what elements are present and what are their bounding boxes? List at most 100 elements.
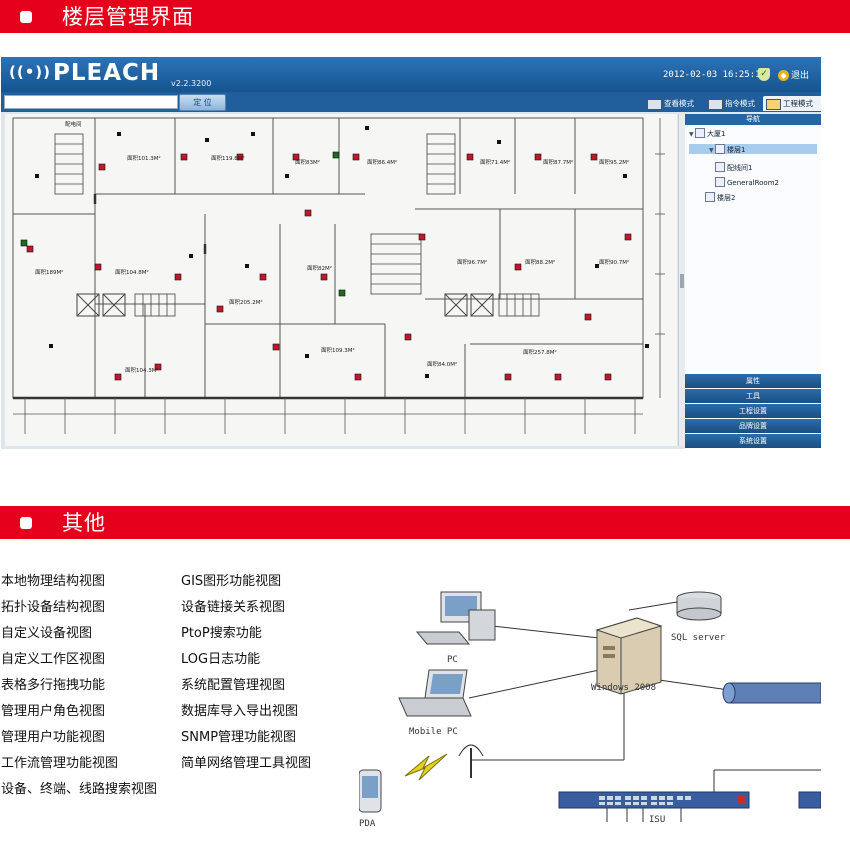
tree-item-label: 楼层2 bbox=[717, 194, 736, 202]
tree-item-floor-2[interactable]: 楼层2 bbox=[705, 192, 735, 202]
tree-item-building[interactable]: ▼大厦1 bbox=[689, 128, 725, 138]
tab-view-mode[interactable]: 查看模式 bbox=[644, 96, 720, 111]
laptop-icon bbox=[398, 669, 472, 717]
tree-item-floor-1[interactable]: ▼楼层1 bbox=[689, 144, 817, 154]
floor-icon bbox=[705, 192, 715, 202]
sql-label: SQL server bbox=[671, 633, 726, 643]
pda-icon bbox=[359, 769, 382, 813]
plan-label-area: 面积88.2M² bbox=[525, 259, 555, 266]
switch-icon bbox=[558, 791, 821, 809]
feature-item: 系统配置管理视图 bbox=[181, 678, 286, 693]
feature-item: 管理用户角色视图 bbox=[1, 704, 106, 719]
room-icon bbox=[715, 162, 725, 172]
lightning-icon bbox=[404, 753, 448, 781]
tree-item-label: 配线间1 bbox=[727, 164, 753, 172]
windows-label: Windows 2008 bbox=[591, 683, 656, 693]
plan-label-area: 面积86.4M² bbox=[367, 159, 397, 166]
datetime: 2012-02-03 16:25:16 bbox=[663, 70, 766, 80]
tab-label: 工程模式 bbox=[783, 99, 813, 108]
app-version: v2.2.3200 bbox=[171, 79, 212, 88]
feature-item: 自定义设备视图 bbox=[1, 626, 93, 641]
plan-label-area: 面积104.3M² bbox=[125, 367, 159, 374]
tab-command-mode[interactable]: 指令模式 bbox=[705, 96, 781, 111]
tree-toggle-icon[interactable]: ▼ bbox=[709, 147, 714, 154]
locate-button[interactable]: 定 位 bbox=[179, 94, 226, 111]
pc-label: PC bbox=[447, 655, 458, 665]
feature-item: 表格多行拖拽功能 bbox=[1, 678, 106, 693]
bullet-icon bbox=[20, 11, 32, 23]
navigation-panel: 导航 ▼大厦1 ▼楼层1 配线间1 GeneralRoom2 楼层2 属性 工具… bbox=[685, 114, 821, 449]
network-bus-icon bbox=[722, 682, 821, 704]
vertical-scrollbar[interactable] bbox=[678, 114, 685, 446]
feature-item: 管理用户功能视图 bbox=[1, 730, 106, 745]
section-title: 楼层管理界面 bbox=[62, 5, 194, 29]
scrollbar-thumb[interactable] bbox=[680, 274, 684, 288]
plan-label-area: 面积87.7M² bbox=[543, 159, 573, 166]
feature-item: 工作流管理功能视图 bbox=[1, 756, 119, 771]
plan-label-area: 面积109.3M² bbox=[321, 347, 355, 354]
plan-label-area: 面积71.4M² bbox=[480, 159, 510, 166]
app-logo: ((•))PLEACH bbox=[9, 60, 160, 86]
feature-item: SNMP管理功能视图 bbox=[181, 730, 297, 745]
tree-item-general-room[interactable]: GeneralRoom2 bbox=[715, 177, 779, 187]
feature-item: 本地物理结构视图 bbox=[1, 574, 106, 589]
plan-label-area: 面积84.0M² bbox=[427, 361, 457, 368]
database-icon bbox=[676, 591, 722, 621]
panel-brand-settings[interactable]: 品牌设置 bbox=[685, 419, 821, 433]
plan-label-area: 面积119.8M² bbox=[211, 155, 245, 162]
feature-item: LOG日志功能 bbox=[181, 652, 261, 667]
isu-label: ISU bbox=[649, 815, 665, 825]
tab-engineering-mode[interactable]: 工程模式 bbox=[763, 96, 821, 111]
tab-label: 查看模式 bbox=[664, 99, 694, 108]
section-bar-floor-management: 楼层管理界面 bbox=[0, 0, 850, 33]
plan-label-area: 面积257.8M² bbox=[523, 349, 557, 356]
tab-label: 指令模式 bbox=[725, 99, 755, 108]
panel-system-settings[interactable]: 系统设置 bbox=[685, 434, 821, 448]
app-window: ((•))PLEACH v2.2.3200 2012-02-03 16:25:1… bbox=[1, 57, 821, 449]
accordion-panels: 属性 工具 工程设置 品牌设置 系统设置 bbox=[685, 373, 821, 448]
tree-item-wiring-room[interactable]: 配线间1 bbox=[715, 162, 752, 172]
floor-plan-canvas[interactable]: 配电间 面积101.3M² 面积119.8M² 面积83M² 面积86.4M² … bbox=[5, 114, 677, 446]
panel-properties[interactable]: 属性 bbox=[685, 374, 821, 388]
plan-label-area: 面积90.7M² bbox=[599, 259, 629, 266]
shield-icon[interactable]: ✓ bbox=[758, 68, 770, 81]
pda-label: PDA bbox=[359, 819, 376, 829]
plan-label-area: 面积96.7M² bbox=[457, 259, 487, 266]
toolbar: 定 位 bbox=[1, 92, 821, 112]
room-icon bbox=[715, 177, 725, 187]
feature-item: 拓扑设备结构视图 bbox=[1, 600, 106, 615]
exit-icon: ◆ bbox=[778, 70, 789, 81]
app-header: ((•))PLEACH v2.2.3200 2012-02-03 16:25:1… bbox=[1, 57, 821, 92]
floor-icon bbox=[715, 144, 725, 154]
panel-tools[interactable]: 工具 bbox=[685, 389, 821, 403]
command-icon bbox=[708, 99, 723, 110]
plan-label-area: 面积205.2M² bbox=[229, 299, 263, 306]
feature-item: 简单网络管理工具视图 bbox=[181, 756, 312, 771]
bullet-icon bbox=[20, 517, 32, 529]
plan-label-area: 面积95.2M² bbox=[599, 159, 629, 166]
feature-item: 自定义工作区视图 bbox=[1, 652, 106, 667]
nav-tree: ▼大厦1 ▼楼层1 配线间1 GeneralRoom2 楼层2 bbox=[685, 125, 821, 373]
search-input[interactable] bbox=[4, 95, 178, 109]
exit-label: 退出 bbox=[791, 71, 810, 81]
nav-title: 导航 bbox=[685, 114, 821, 125]
plan-label-area: 面积189M² bbox=[35, 269, 63, 276]
tree-toggle-icon[interactable]: ▼ bbox=[689, 131, 694, 138]
feature-item: 数据库导入导出视图 bbox=[181, 704, 299, 719]
mobile-label: Mobile PC bbox=[409, 727, 458, 737]
feature-list-right: GIS图形功能视图 设备链接关系视图 PtoP搜索功能 LOG日志功能 系统配置… bbox=[181, 569, 351, 777]
feature-item: PtoP搜索功能 bbox=[181, 626, 262, 641]
section-bar-others: 其他 bbox=[0, 506, 850, 539]
network-diagram: PC Windows 2008 SQL server bbox=[359, 570, 821, 840]
plan-label-area: 面积82M² bbox=[307, 265, 332, 272]
feature-list-left: 本地物理结构视图 拓扑设备结构视图 自定义设备视图 自定义工作区视图 表格多行拖… bbox=[1, 569, 176, 803]
building-icon bbox=[695, 128, 705, 138]
plan-label-area: 面积101.3M² bbox=[127, 155, 161, 162]
panel-engineering-settings[interactable]: 工程设置 bbox=[685, 404, 821, 418]
exit-button[interactable]: ◆退出 bbox=[778, 68, 809, 81]
floor-plan-drawing: 配电间 面积101.3M² 面积119.8M² 面积83M² 面积86.4M² … bbox=[12, 117, 665, 434]
logo-text: PLEACH bbox=[53, 60, 161, 86]
wireless-icon: ((•)) bbox=[9, 63, 52, 81]
engineering-icon bbox=[766, 99, 781, 110]
plan-label-area: 面积104.8M² bbox=[115, 269, 149, 276]
